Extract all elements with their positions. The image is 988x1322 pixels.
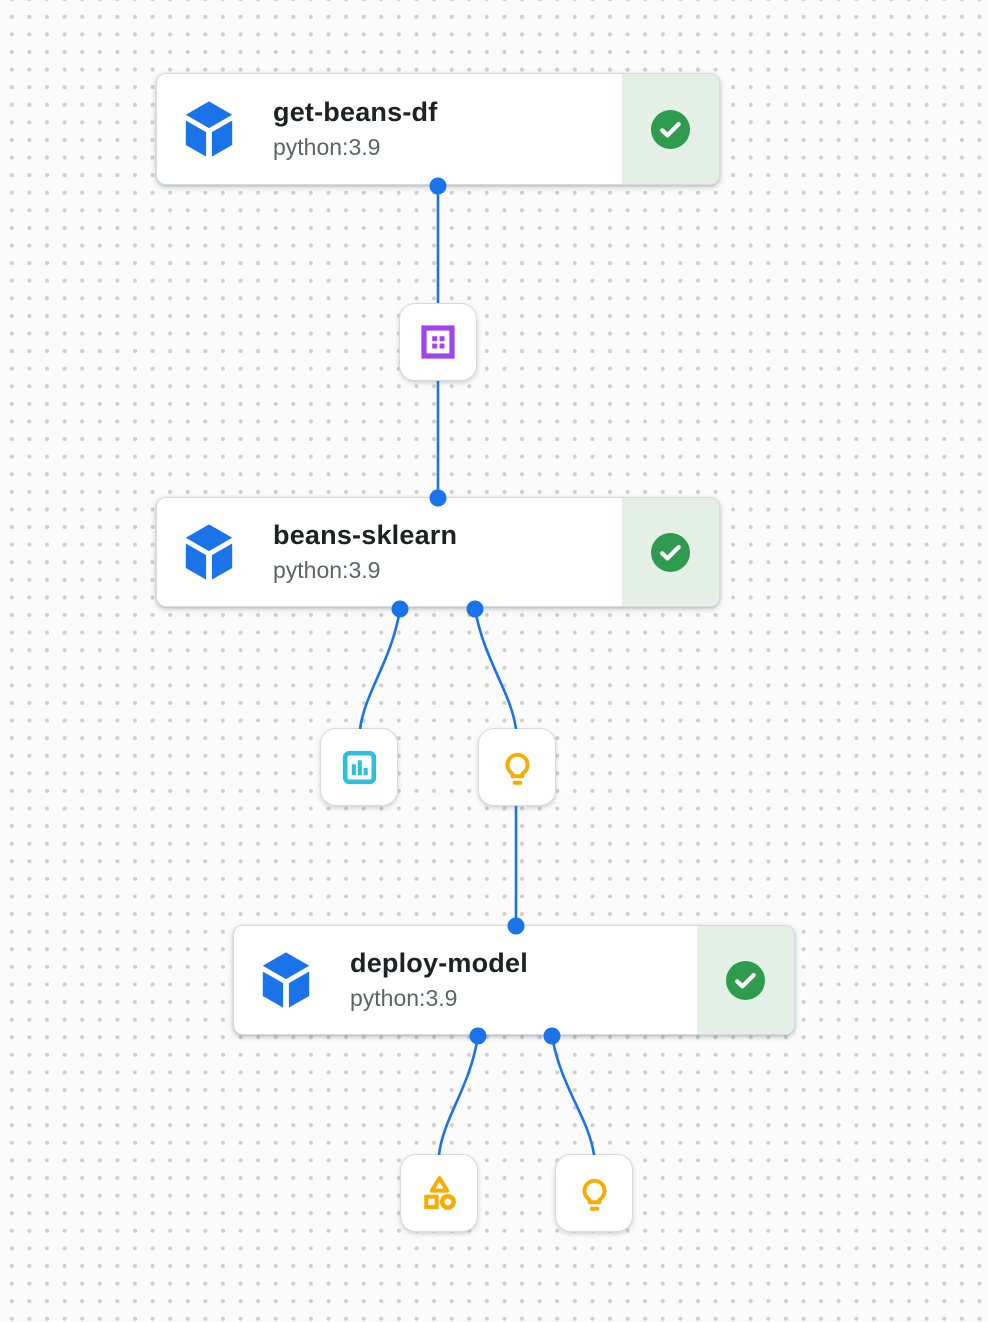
model-lightbulb-icon bbox=[582, 1178, 606, 1211]
component-cube-icon bbox=[181, 523, 237, 581]
artifact-shapes-icon bbox=[423, 1175, 456, 1210]
pipeline-node-beans-sklearn[interactable]: beans-sklearn python:3.9 bbox=[156, 497, 720, 607]
dataset-icon bbox=[421, 325, 455, 359]
node-content: get-beans-df python:3.9 bbox=[157, 74, 622, 184]
artifact-node-model-1[interactable] bbox=[478, 728, 556, 806]
node-subtitle: python:3.9 bbox=[350, 985, 458, 1012]
model-lightbulb-icon bbox=[505, 752, 529, 785]
node-subtitle: python:3.9 bbox=[273, 557, 381, 584]
artifact-node-metrics[interactable] bbox=[320, 728, 398, 806]
node-title: beans-sklearn bbox=[273, 520, 458, 551]
status-panel bbox=[697, 926, 794, 1034]
check-circle-icon bbox=[651, 532, 690, 572]
edge-deploy-model-to-generic bbox=[437, 1035, 480, 1156]
artifact-node-dataset[interactable] bbox=[399, 303, 477, 381]
node-content: beans-sklearn python:3.9 bbox=[157, 498, 622, 606]
node-text: get-beans-df python:3.9 bbox=[273, 97, 437, 160]
node-title: get-beans-df bbox=[273, 97, 438, 128]
node-content: deploy-model python:3.9 bbox=[234, 926, 697, 1034]
status-panel bbox=[622, 498, 719, 606]
check-circle-icon bbox=[726, 960, 765, 1000]
node-text: beans-sklearn python:3.9 bbox=[273, 520, 457, 583]
component-cube-icon bbox=[181, 100, 237, 158]
node-text: deploy-model python:3.9 bbox=[350, 948, 528, 1011]
artifact-node-generic[interactable] bbox=[400, 1154, 478, 1232]
node-title: deploy-model bbox=[350, 948, 528, 979]
metrics-bars-icon bbox=[342, 750, 376, 784]
edge-deploy-model-to-model2 bbox=[550, 1035, 596, 1156]
pipeline-node-get-beans-df[interactable]: get-beans-df python:3.9 bbox=[156, 73, 720, 185]
status-panel bbox=[622, 74, 719, 184]
edge-beans-sklearn-to-metrics bbox=[358, 608, 402, 730]
check-circle-icon bbox=[651, 109, 690, 149]
artifact-node-model-2[interactable] bbox=[555, 1154, 633, 1232]
edge-beans-sklearn-to-model bbox=[473, 608, 518, 730]
component-cube-icon bbox=[258, 951, 314, 1009]
node-subtitle: python:3.9 bbox=[273, 134, 381, 161]
pipeline-node-deploy-model[interactable]: deploy-model python:3.9 bbox=[233, 925, 795, 1035]
